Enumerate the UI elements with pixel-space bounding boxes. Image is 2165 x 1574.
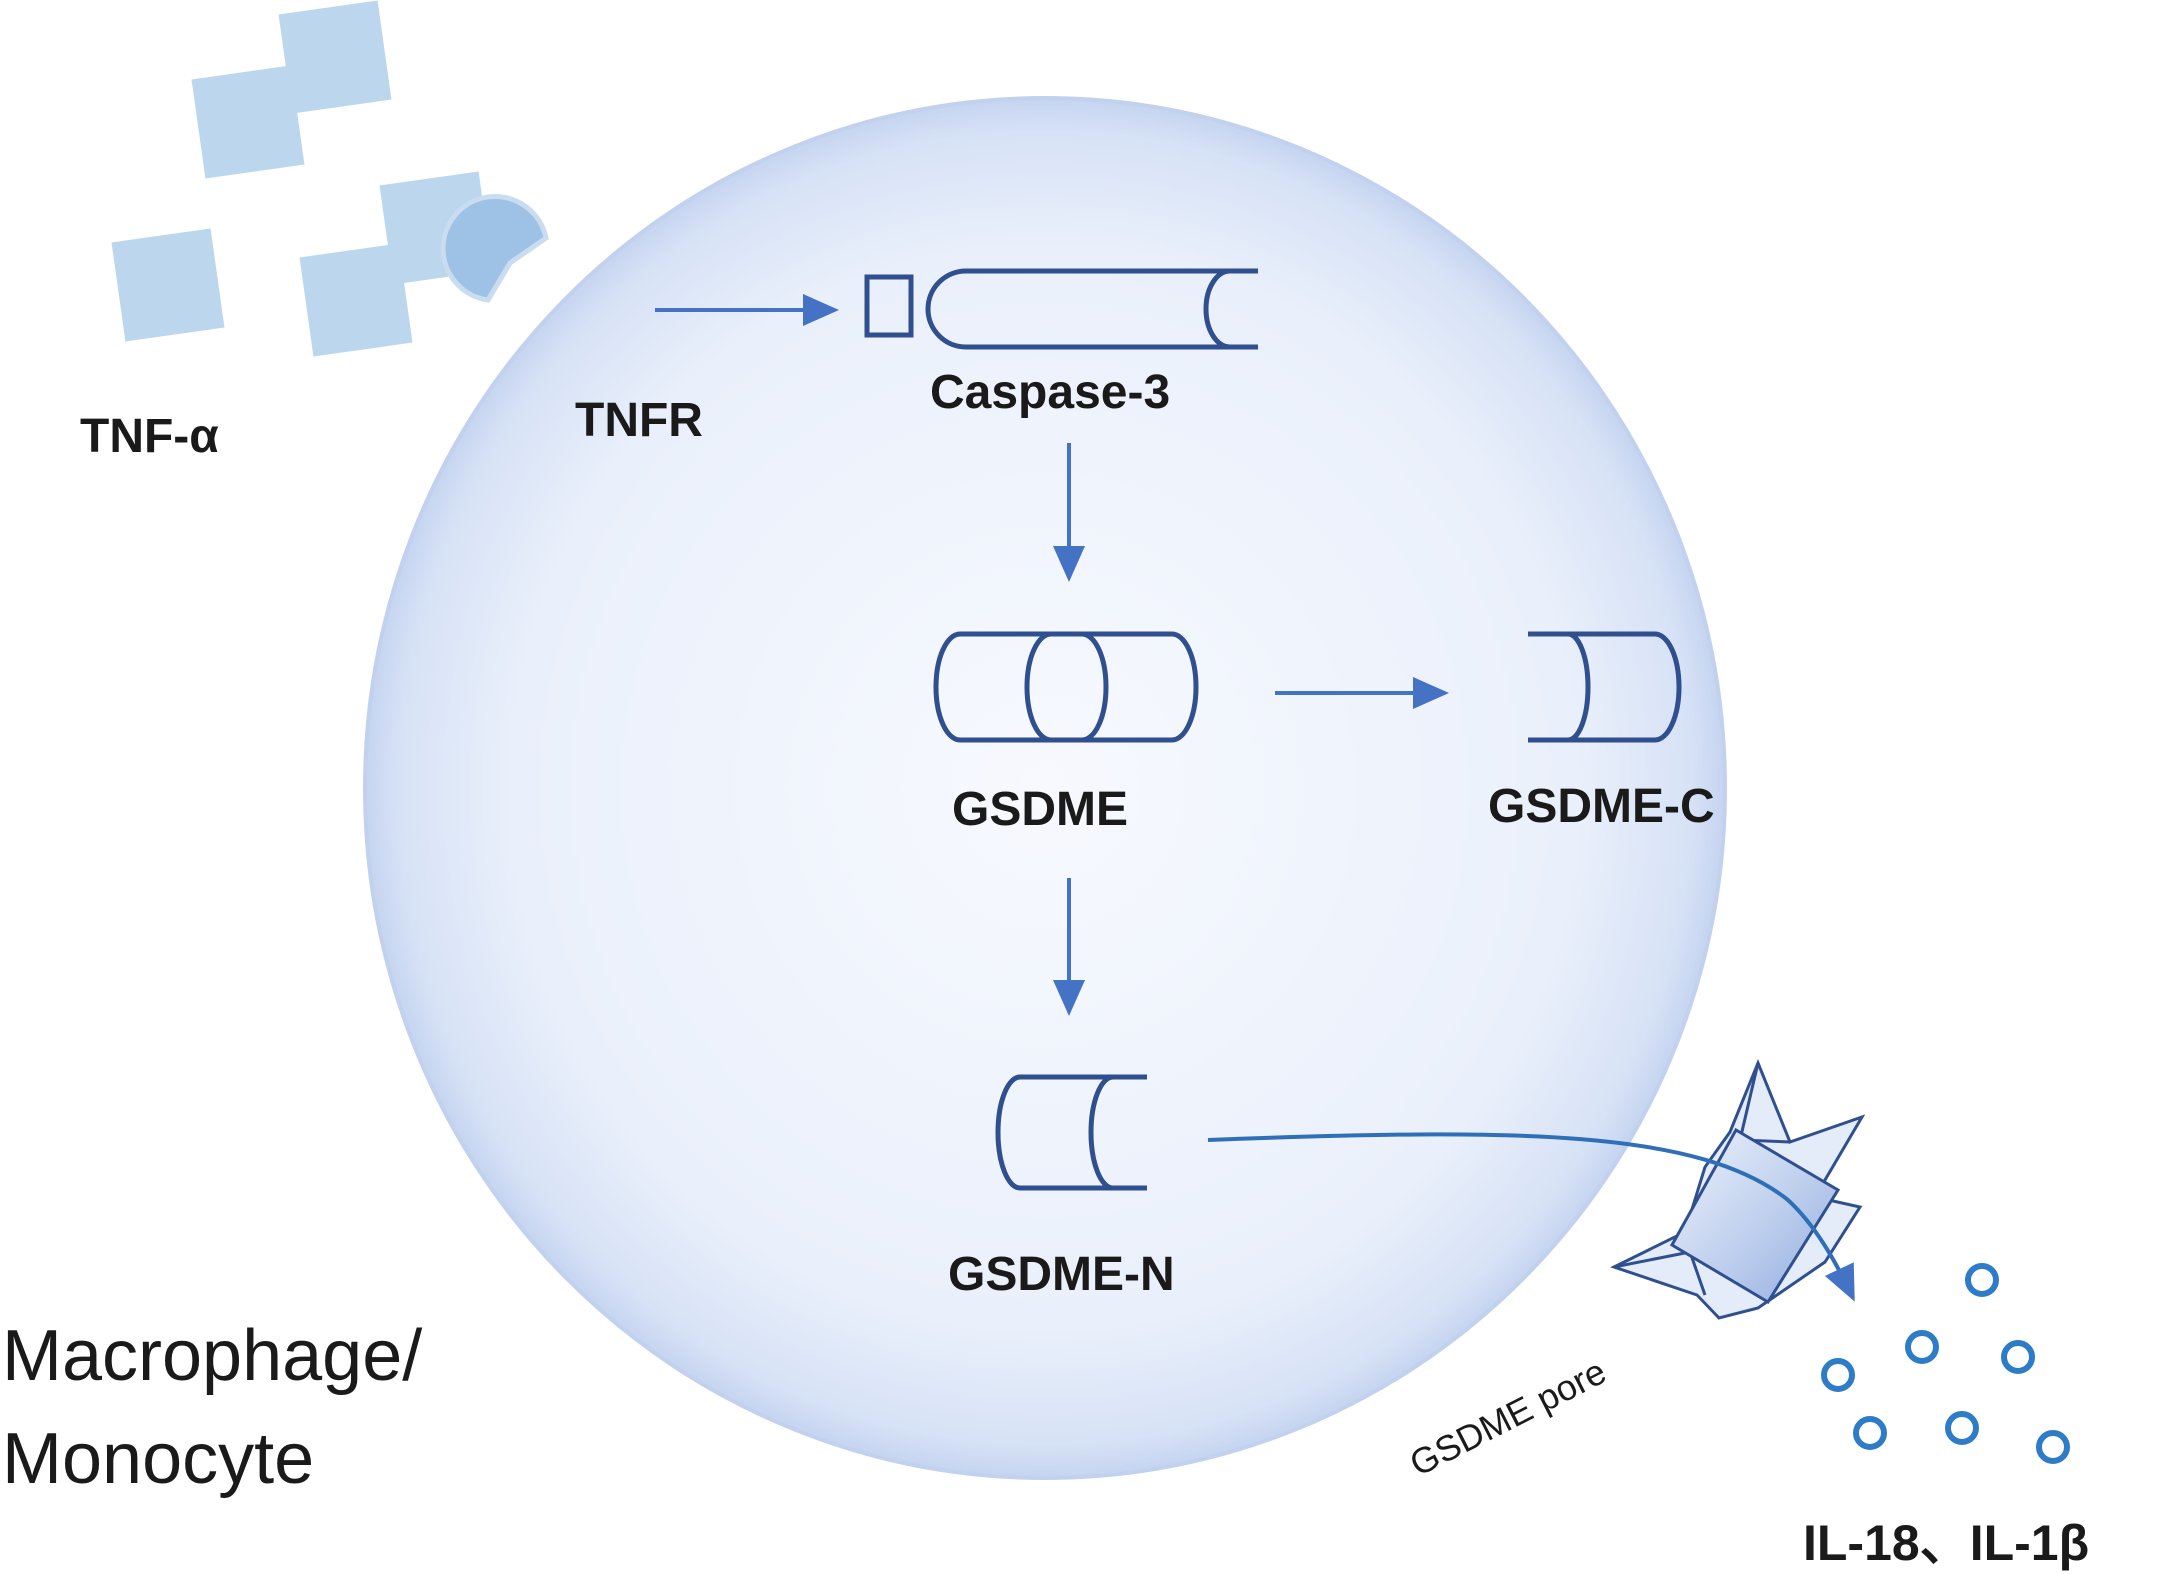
ligand-square (278, 0, 392, 114)
gsdme-n-label: GSDME-N (948, 1248, 1175, 1301)
caspase-3-label: Caspase-3 (930, 366, 1170, 419)
cytokine-particle (1905, 1330, 1939, 1364)
cytokines-label: IL-18、IL-1β (1803, 1515, 2089, 1571)
cytokine-particle (2001, 1340, 2035, 1374)
arrow-gsdme-n-to-pore (1207, 1132, 1855, 1302)
cytokine-particle (1853, 1416, 1887, 1450)
tnf-alpha-ligands (111, 0, 493, 357)
ligand-square (111, 228, 225, 342)
gsdme-label: GSDME (952, 783, 1128, 836)
gsdme-n-fragment-icon (995, 1074, 1147, 1191)
cytokine-particle (1945, 1411, 1979, 1445)
ligand-square (299, 243, 413, 357)
gsdme-protein-icon (933, 631, 1199, 743)
gsdme-c-fragment-icon (1528, 631, 1682, 743)
cytokine-particle (1965, 1263, 1999, 1297)
ligand-square (191, 65, 305, 179)
tnfr-label: TNFR (575, 394, 703, 447)
gsdme-pore-icon (1610, 1059, 1866, 1320)
gsdme-pore-label: GSDME pore (1403, 1350, 1612, 1484)
cytokine-particle (2036, 1430, 2070, 1464)
cytokine-particles (1821, 1263, 2070, 1464)
cytokine-particle (1821, 1358, 1855, 1392)
tnf-alpha-label: TNF-α (80, 410, 219, 463)
cell-type-label-line2: Monocyte (2, 1419, 314, 1499)
tnfr-receptor-icon (440, 193, 549, 303)
caspase-3-protein-icon (864, 268, 1258, 350)
cell-type-label-line1: Macrophage/ (2, 1316, 422, 1396)
gsdme-c-label: GSDME-C (1488, 780, 1715, 833)
